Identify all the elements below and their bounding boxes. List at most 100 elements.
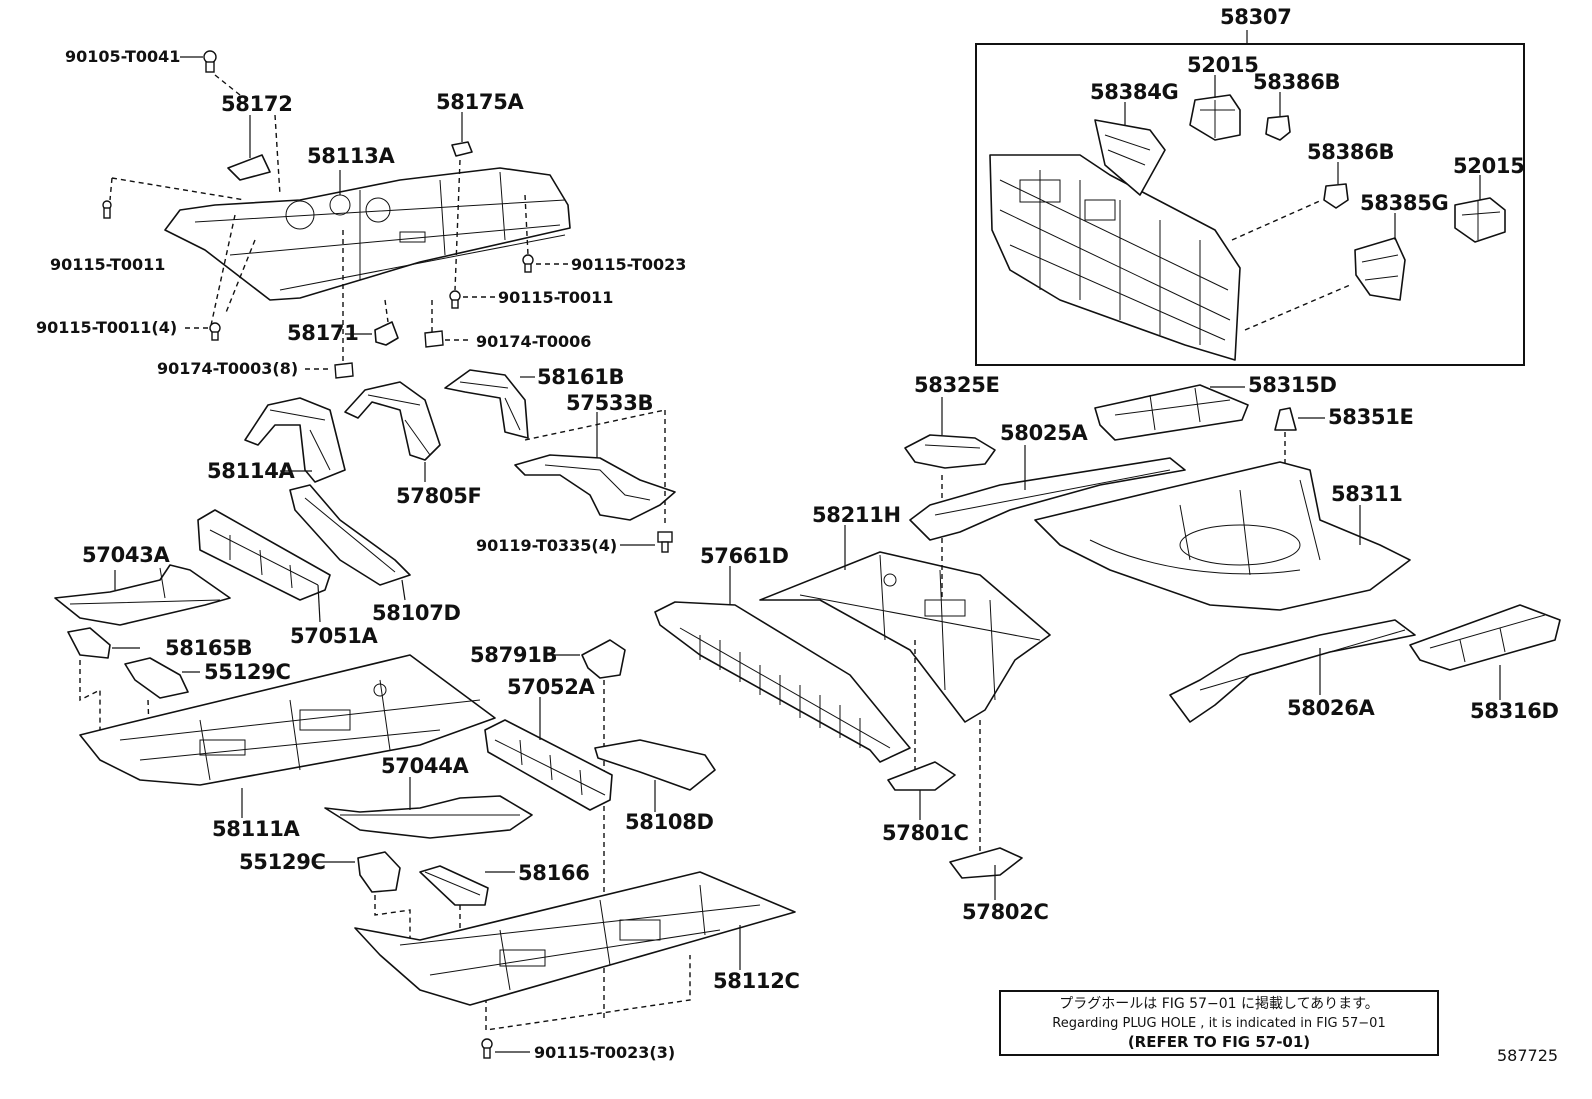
bracket-58108d[interactable]: [594, 739, 716, 791]
label-58316d: 58316D: [1470, 699, 1559, 723]
center-floor-58211h[interactable]: [759, 551, 1051, 723]
crossmember-57052a[interactable]: [484, 719, 613, 811]
cap-58175a[interactable]: [451, 141, 473, 157]
label-58386b-a: 58386B: [1253, 70, 1340, 94]
bracket-58161b[interactable]: [444, 369, 529, 439]
cover-58315d[interactable]: [1094, 384, 1249, 441]
rear-floor-pan-58311[interactable]: [1034, 461, 1411, 611]
bolt-90115-T0023-3[interactable]: [481, 1038, 493, 1059]
label-58161b: 58161B: [537, 365, 624, 389]
label-58171: 58171: [287, 321, 359, 345]
plug-hole-note: プラグホールは FIG 57−01 に掲載してあります。 Regarding P…: [999, 990, 1439, 1056]
bracket-58384g[interactable]: [1094, 119, 1166, 196]
label-57043a: 57043A: [82, 543, 171, 567]
assembly-58307-frame: [975, 43, 1525, 366]
bracket-57801c[interactable]: [887, 761, 956, 791]
label-90115-T0011-a: 90115-T0011: [50, 255, 165, 274]
rear-floor-58112c[interactable]: [354, 871, 796, 1006]
label-58175a: 58175A: [436, 90, 525, 114]
label-58211h: 58211H: [812, 503, 901, 527]
bracket-58166[interactable]: [419, 865, 489, 906]
label-57802c: 57802C: [962, 900, 1049, 924]
label-90174-T0006: 90174-T0006: [476, 332, 591, 351]
rail-58025a[interactable]: [909, 457, 1186, 541]
label-58025a: 58025A: [1000, 421, 1089, 445]
cover-58325e[interactable]: [904, 434, 996, 469]
note-line-english: Regarding PLUG HOLE , it is indicated in…: [1052, 1016, 1386, 1031]
label-52015-b: 52015: [1453, 154, 1525, 178]
label-57051a: 57051A: [290, 624, 379, 648]
bracket-52015-a[interactable]: [1189, 94, 1241, 141]
note-line-refer: (REFER TO FIG 57-01): [1127, 1033, 1311, 1051]
label-52015-a: 52015: [1187, 53, 1259, 77]
label-58385g: 58385G: [1360, 191, 1449, 215]
sill-57043a[interactable]: [54, 564, 231, 626]
label-90119-T0335-4: 90119-T0335(4): [476, 536, 617, 555]
bracket-58172[interactable]: [227, 154, 271, 181]
label-58307: 58307: [1220, 5, 1292, 29]
label-90174-T0003-8: 90174-T0003(8): [157, 359, 298, 378]
label-58113a: 58113A: [307, 144, 396, 168]
label-58384g: 58384G: [1090, 80, 1179, 104]
bracket-58165b[interactable]: [67, 627, 111, 659]
bolt-90119-T0335-4[interactable]: [657, 531, 673, 553]
bracket-58385g[interactable]: [1354, 237, 1406, 301]
label-55129c-b: 55129C: [239, 850, 326, 874]
label-58108d: 58108D: [625, 810, 714, 834]
figure-number: 587725: [1497, 1046, 1559, 1065]
screw-90115-T0023[interactable]: [522, 254, 534, 273]
label-57044a: 57044A: [381, 754, 470, 778]
rail-58107d[interactable]: [289, 484, 411, 586]
bolt-90105-T0041[interactable]: [203, 50, 217, 73]
label-58351e: 58351E: [1328, 405, 1414, 429]
label-58325e: 58325E: [914, 373, 1000, 397]
front-floor-58111a[interactable]: [79, 654, 496, 786]
label-58172: 58172: [221, 92, 293, 116]
nut-90174-T0006[interactable]: [424, 330, 444, 348]
label-57533b: 57533B: [566, 391, 653, 415]
label-90115-T0023-3: 90115-T0023(3): [534, 1043, 675, 1062]
crossmember-57661d[interactable]: [654, 601, 911, 763]
label-58112c: 58112C: [713, 969, 800, 993]
label-90115-T0011-b: 90115-T0011: [498, 288, 613, 307]
label-58315d: 58315D: [1248, 373, 1337, 397]
rear-panel-part[interactable]: [989, 154, 1241, 361]
label-57801c: 57801C: [882, 821, 969, 845]
label-90105-T0041: 90105-T0041: [65, 47, 180, 66]
label-90115-T0023: 90115-T0023: [571, 255, 686, 274]
screw-90115-T0011-a[interactable]: [102, 200, 112, 219]
nut-90174-T0003-8[interactable]: [334, 362, 354, 379]
screw-90115-T0011-4[interactable]: [209, 322, 221, 341]
bracket-58791b[interactable]: [581, 639, 626, 679]
label-55129c-a: 55129C: [204, 660, 291, 684]
label-58311: 58311: [1331, 482, 1403, 506]
bracket-57805f[interactable]: [344, 381, 441, 461]
reinforcement-57533b[interactable]: [514, 454, 676, 521]
bracket-57802c[interactable]: [949, 847, 1023, 879]
bracket-52015-b[interactable]: [1454, 197, 1506, 243]
clip-58386b-a[interactable]: [1265, 115, 1291, 141]
label-58165b: 58165B: [165, 636, 252, 660]
label-57805f: 57805F: [396, 484, 482, 508]
label-58166: 58166: [518, 861, 590, 885]
cap-58351e[interactable]: [1274, 407, 1297, 431]
crossmember-57051a[interactable]: [197, 509, 331, 601]
label-58107d: 58107D: [372, 601, 461, 625]
label-57052a: 57052A: [507, 675, 596, 699]
rail-58026a[interactable]: [1169, 619, 1416, 723]
screw-90115-T0011-b[interactable]: [449, 290, 461, 309]
grommet-58171[interactable]: [374, 321, 399, 346]
cover-58316d[interactable]: [1409, 604, 1561, 671]
sill-57044a[interactable]: [324, 795, 533, 839]
note-line-japanese: プラグホールは FIG 57−01 に掲載してあります。: [1059, 996, 1379, 1012]
bracket-58114a[interactable]: [244, 397, 346, 483]
brace-55129c-b[interactable]: [357, 851, 401, 893]
label-58114a: 58114A: [207, 459, 296, 483]
label-90115-T0011-4: 90115-T0011(4): [36, 318, 177, 337]
label-58791b: 58791B: [470, 643, 557, 667]
clip-58386b-b[interactable]: [1323, 183, 1349, 209]
front-floor-58113a[interactable]: [164, 167, 571, 301]
brace-55129c-a[interactable]: [124, 657, 189, 699]
